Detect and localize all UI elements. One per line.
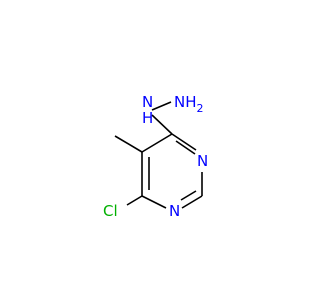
bond-c5-c4	[141, 133, 173, 153]
bond-n1-c6	[141, 195, 167, 209]
bond-c5-methyl	[114, 135, 143, 153]
atom-ring-n1: N	[169, 202, 180, 220]
molecule-structure: NH2 N H N N Cl	[103, 93, 208, 220]
atom-hydrazine-n: N	[142, 93, 153, 111]
atom-ring-n3: N	[197, 152, 208, 170]
bond-c4-n3-double	[175, 140, 196, 155]
bond-c2-n1-double	[180, 190, 197, 201]
atom-nh2: NH2	[174, 93, 204, 115]
atom-labels: NH2 N H N N Cl	[103, 93, 208, 220]
atom-hydrazine-h: H	[142, 109, 153, 127]
bond-c2-n1	[181, 195, 203, 209]
bond-nh2-nh	[151, 101, 172, 111]
bond-nh-c4	[151, 114, 173, 135]
atom-chlorine: Cl	[103, 202, 118, 220]
bond-c6-cl	[126, 195, 143, 206]
bond-c4-n3	[171, 133, 197, 151]
bonds	[114, 101, 203, 209]
